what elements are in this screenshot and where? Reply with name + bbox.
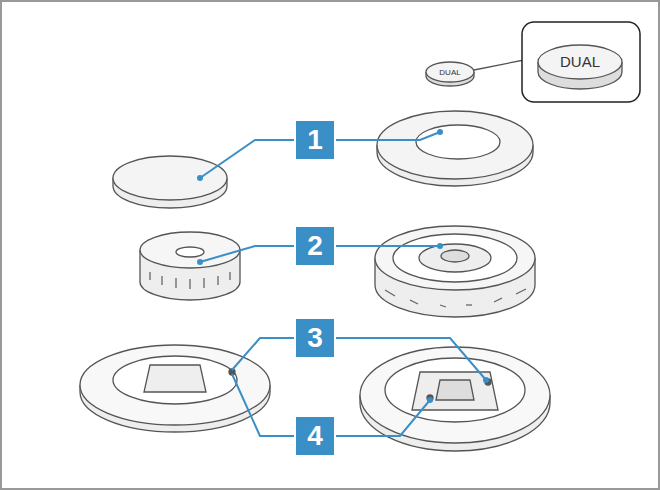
leader-dot <box>483 377 489 383</box>
leader-line <box>232 338 294 370</box>
leader-line <box>336 245 440 247</box>
callout-number: 1 <box>296 121 334 159</box>
zoom-leader <box>474 60 524 70</box>
callout-number: 2 <box>296 227 334 265</box>
callout-number: 3 <box>296 319 334 357</box>
ring-cap <box>377 111 533 186</box>
leader-line <box>232 374 294 436</box>
dual-burner-head <box>375 226 535 317</box>
leader-dot <box>197 175 203 181</box>
leader-dot <box>197 259 203 265</box>
part-marking: DUAL <box>439 68 460 77</box>
leader-line <box>336 400 430 436</box>
leader-line <box>200 246 294 262</box>
leader-line <box>336 132 440 140</box>
leader-line <box>200 140 294 178</box>
callout-number: 4 <box>296 417 334 455</box>
leader-line <box>336 338 486 380</box>
burner-cap <box>113 156 227 208</box>
leader-dot <box>437 243 443 249</box>
part-marking: DUAL <box>560 53 600 70</box>
zoom-inset <box>522 22 640 102</box>
leader-dot <box>437 129 443 135</box>
burner-head <box>140 232 240 300</box>
leader-dot <box>427 397 433 403</box>
dual-cap <box>426 62 474 86</box>
